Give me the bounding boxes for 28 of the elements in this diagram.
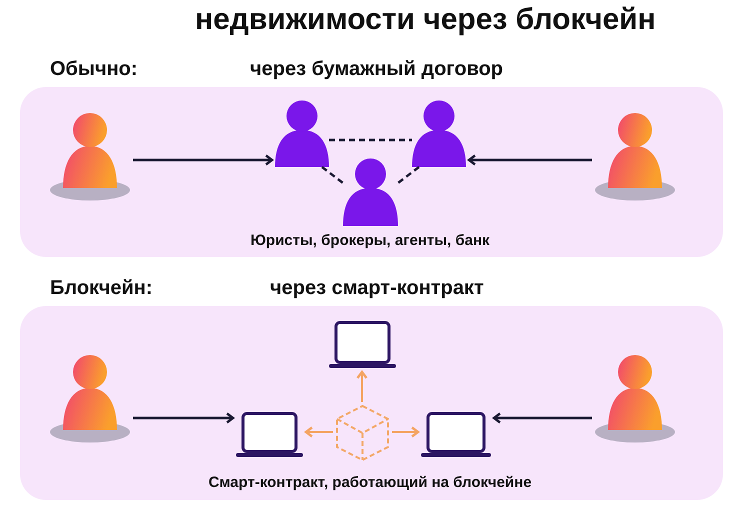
dashed-line <box>329 138 412 142</box>
laptop-icon <box>329 321 396 369</box>
section-heading: Обычно: <box>50 57 138 81</box>
laptop-icon <box>421 412 491 458</box>
section-heading: через смарт-контракт <box>270 276 484 300</box>
person-icon <box>343 158 398 226</box>
laptop-icon <box>236 412 303 458</box>
arrow <box>492 412 592 424</box>
cube-icon <box>336 405 389 461</box>
dashed-line <box>321 166 344 184</box>
person-icon <box>412 100 466 167</box>
arrow <box>356 370 368 402</box>
person-icon <box>275 100 329 167</box>
person-icon <box>595 113 675 201</box>
arrow <box>133 154 274 166</box>
person-icon <box>50 113 130 201</box>
arrow <box>392 426 420 438</box>
title: недвижимости через блокчейн <box>195 2 656 38</box>
caption: Юристы, брокеры, агенты, банк <box>250 232 490 250</box>
arrow <box>304 426 333 438</box>
arrow <box>468 154 592 166</box>
arrow <box>133 412 234 424</box>
dashed-line <box>397 166 420 184</box>
person-icon <box>50 355 130 443</box>
person-icon <box>595 355 675 443</box>
caption: Смарт-контракт, работающий на блокчейне <box>208 474 532 492</box>
section-heading: Блокчейн: <box>50 276 153 300</box>
section-heading: через бумажный договор <box>250 57 504 81</box>
